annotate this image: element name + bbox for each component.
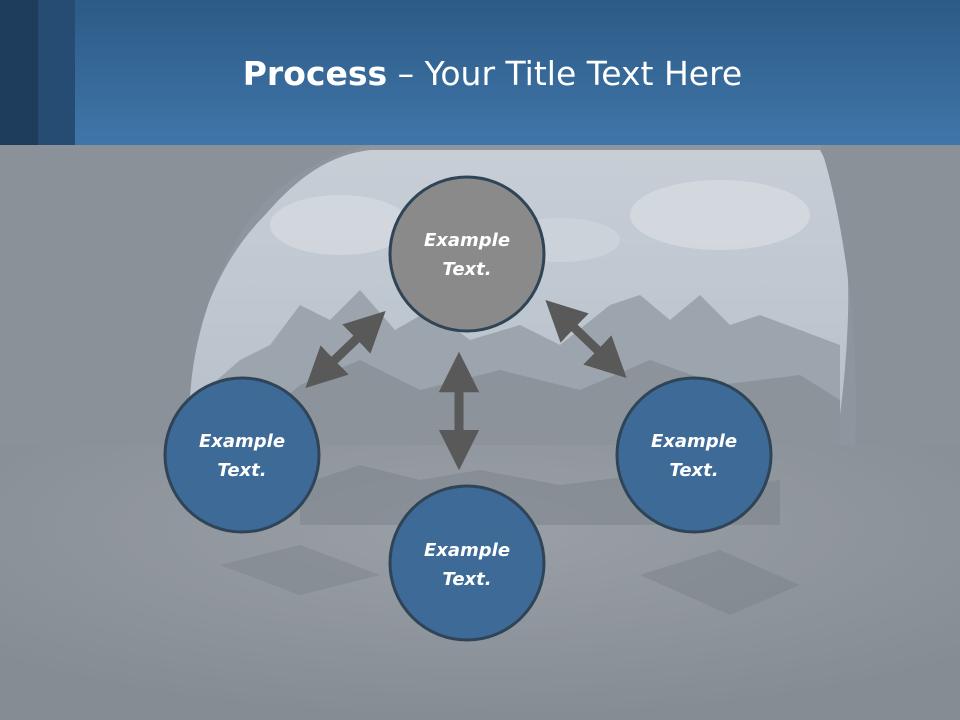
header-accent-strip [38, 0, 75, 145]
node-left-line1: Example [199, 431, 285, 452]
node-top-line1: Example [424, 230, 510, 251]
title-rest: – Your Title Text Here [387, 54, 743, 93]
arrow-top-left [305, 310, 386, 389]
process-node-bottom: Example Text. [388, 484, 546, 642]
process-node-left: Example Text. [163, 376, 321, 534]
process-node-right: Example Text. [615, 376, 773, 534]
node-right-line1: Example [651, 431, 737, 452]
title-bar [0, 0, 960, 145]
node-right-line2: Text. [669, 460, 718, 481]
slide-title: Process – Your Title Text Here [0, 52, 960, 96]
process-node-top: Example Text. [388, 175, 546, 333]
node-bottom-line2: Text. [442, 569, 491, 590]
node-top-line2: Text. [442, 259, 491, 280]
title-bold: Process [242, 54, 388, 93]
header-accent-strip [0, 0, 38, 145]
node-left-line2: Text. [217, 460, 266, 481]
arrow-top-right [545, 299, 627, 379]
node-bottom-line1: Example [424, 540, 510, 561]
